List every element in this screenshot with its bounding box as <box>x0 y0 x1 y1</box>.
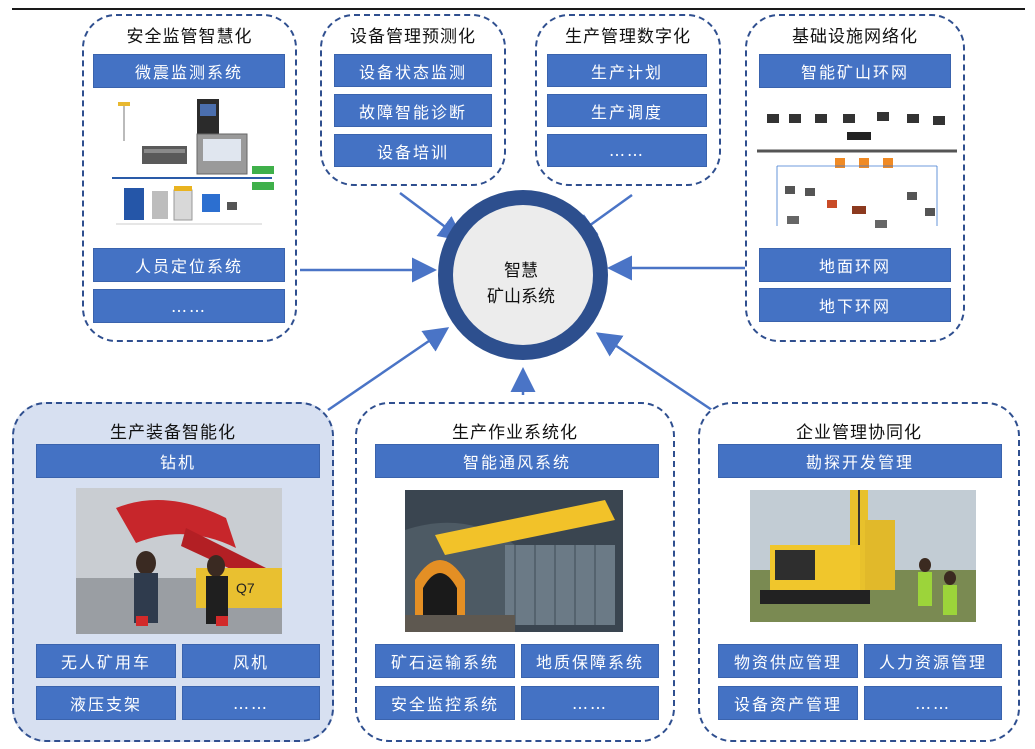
btn-geological-assurance[interactable]: 地质保障系统 <box>521 644 659 678</box>
btn-underground-ring-network[interactable]: 地下环网 <box>759 288 951 322</box>
ventilation-tunnel-photo <box>405 490 623 632</box>
panel-title: 设备管理预测化 <box>350 27 476 47</box>
header-rule <box>12 8 1025 10</box>
center-title-line2: 矿山系统 <box>487 287 555 307</box>
panel-production-equipment: 生产装备智能化 钻机 Q7 无人矿用车 风机 液压支架 …… <box>12 402 334 742</box>
center-title: 智慧 矿山系统 <box>446 258 596 310</box>
btn-microseismic[interactable]: 微震监测系统 <box>93 54 285 88</box>
btn-more[interactable]: …… <box>864 686 1002 720</box>
panel-operations: 生产作业系统化 智能通风系统 矿石运输系统 地质保障系统 安全监控系统 …… <box>355 402 675 742</box>
btn-equipment-assets[interactable]: 设备资产管理 <box>718 686 858 720</box>
arrow-equipment <box>399 192 464 241</box>
btn-more[interactable]: …… <box>521 686 659 720</box>
btn-fault-diagnosis[interactable]: 故障智能诊断 <box>334 94 492 127</box>
panel-equipment: 设备管理预测化 设备状态监测 故障智能诊断 设备培训 <box>320 14 506 186</box>
btn-smart-ventilation[interactable]: 智能通风系统 <box>375 444 659 478</box>
btn-production-dispatch[interactable]: 生产调度 <box>547 94 707 127</box>
arrow-prod-equipment <box>327 327 450 412</box>
panel-enterprise: 企业管理协同化 勘探开发管理 物资供应管理 人力资源管理 设备资产管理 …… <box>698 402 1020 742</box>
panel-title: 基础设施网络化 <box>792 27 918 47</box>
btn-material-supply[interactable]: 物资供应管理 <box>718 644 858 678</box>
ring-network-topology-image <box>757 96 957 241</box>
btn-mine-ring-network[interactable]: 智能矿山环网 <box>759 54 951 88</box>
panel-title: 安全监管智慧化 <box>126 27 253 47</box>
btn-production-plan[interactable]: 生产计划 <box>547 54 707 87</box>
btn-unmanned-mining-truck[interactable]: 无人矿用车 <box>36 644 176 678</box>
btn-more[interactable]: …… <box>547 134 707 167</box>
btn-safety-monitoring[interactable]: 安全监控系统 <box>375 686 515 720</box>
btn-more[interactable]: …… <box>93 289 285 323</box>
panel-production-mgmt: 生产管理数字化 生产计划 生产调度 …… <box>535 14 721 186</box>
panel-infrastructure: 基础设施网络化 智能矿山环网 地面环网 地下环网 <box>745 14 965 342</box>
center-title-line1: 智慧 <box>504 261 538 281</box>
microseismic-system-image <box>102 96 277 236</box>
btn-drilling-rig[interactable]: 钻机 <box>36 444 320 478</box>
svg-text:Q7: Q7 <box>236 580 255 596</box>
btn-hydraulic-support[interactable]: 液压支架 <box>36 686 176 720</box>
panel-title: 企业管理协同化 <box>796 423 922 443</box>
btn-equipment-training[interactable]: 设备培训 <box>334 134 492 167</box>
btn-ore-transport[interactable]: 矿石运输系统 <box>375 644 515 678</box>
panel-title: 生产作业系统化 <box>452 423 578 443</box>
btn-more[interactable]: …… <box>182 686 320 720</box>
arrow-enterprise <box>595 332 713 412</box>
center-hub <box>438 190 608 360</box>
btn-fan[interactable]: 风机 <box>182 644 320 678</box>
panel-title: 生产管理数字化 <box>565 27 691 47</box>
exploration-rig-photo <box>750 490 976 622</box>
btn-exploration-development[interactable]: 勘探开发管理 <box>718 444 1002 478</box>
drilling-rig-photo: Q7 <box>76 488 282 634</box>
btn-personnel-positioning[interactable]: 人员定位系统 <box>93 248 285 282</box>
panel-safety: 安全监管智慧化 微震监测系统 人员定位系统 …… <box>82 14 297 342</box>
btn-surface-ring-network[interactable]: 地面环网 <box>759 248 951 282</box>
btn-human-resources[interactable]: 人力资源管理 <box>864 644 1002 678</box>
btn-status-monitoring[interactable]: 设备状态监测 <box>334 54 492 87</box>
panel-title: 生产装备智能化 <box>110 423 236 443</box>
